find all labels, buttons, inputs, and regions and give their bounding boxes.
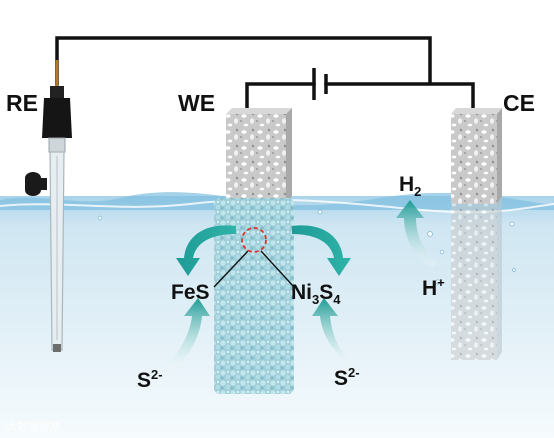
water-surface-wave <box>0 192 554 210</box>
sulfide-right-charge: 2- <box>348 365 360 380</box>
gas-bubbles <box>97 209 516 285</box>
arrow-to-ni3s4 <box>292 225 351 276</box>
label-sulfide-left: S2- <box>137 368 163 391</box>
arrow-sulfide-right <box>312 298 358 370</box>
sulfide-right-s: S <box>334 367 349 390</box>
sulfide-left-s: S <box>137 369 152 392</box>
active-site-highlight <box>241 227 267 253</box>
h2-h: H <box>399 173 415 196</box>
label-fes: FeS <box>171 281 210 304</box>
label-proton: H+ <box>422 276 445 299</box>
h2-sub-2: 2 <box>414 184 422 200</box>
watermark-text: 大数据观察 <box>6 420 61 433</box>
ni3s4-sub-4: 4 <box>333 292 341 308</box>
label-ni3s4: Ni3S4 <box>291 282 340 306</box>
arrow-proton-to-h2 <box>396 200 438 268</box>
proton-h: H <box>422 277 438 300</box>
arrow-to-fes <box>176 225 236 276</box>
arrow-sulfide-left <box>166 298 210 372</box>
label-hydrogen-gas: H2 <box>399 174 421 198</box>
working-electrode <box>214 108 294 394</box>
label-reference-electrode: RE <box>6 90 38 116</box>
label-counter-electrode: CE <box>503 90 535 116</box>
battery-symbol <box>312 68 328 100</box>
label-working-electrode: WE <box>178 90 216 116</box>
ni3s4-ni: Ni <box>291 281 312 304</box>
ni3s4-sub-3: 3 <box>312 292 320 308</box>
circuit-wires <box>55 36 475 116</box>
connector-line-fes <box>213 250 249 288</box>
connector-line-ni3s4 <box>260 250 295 288</box>
label-sulfide-right: S2- <box>334 366 360 389</box>
sulfide-left-charge: 2- <box>151 367 163 382</box>
counter-electrode <box>451 108 502 360</box>
ni3s4-s: S <box>319 281 334 304</box>
proton-charge: + <box>437 275 445 290</box>
reference-electrode <box>25 60 72 352</box>
